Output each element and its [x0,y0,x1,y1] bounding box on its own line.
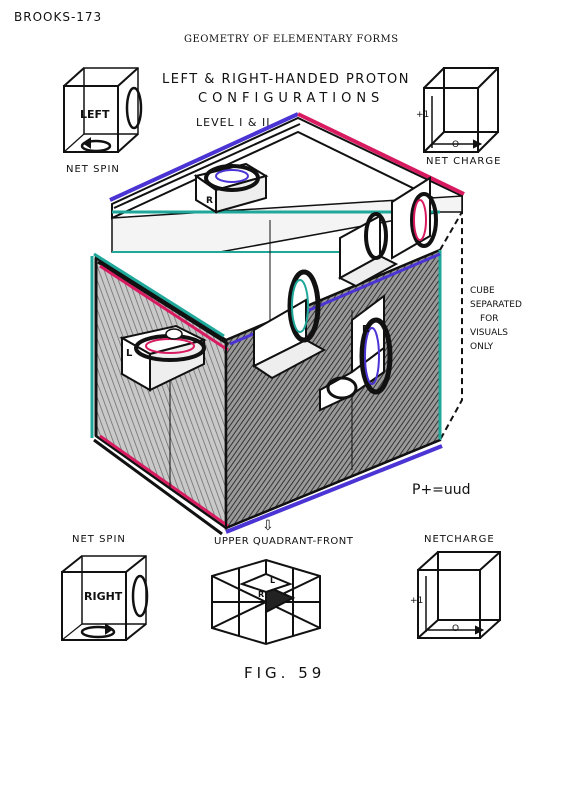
upper-quadrant-hexagon [211,558,321,646]
book-title: GEOMETRY OF ELEMENTARY FORMS [184,34,399,45]
top-left-caption: NET SPIN [66,164,120,175]
bottom-left-caption: NET SPIN [72,534,126,545]
bottom-right-zero-label: O [452,624,460,634]
top-right-zero-label: O [452,140,460,150]
down-arrow: ⇩ [262,518,274,534]
quark-block-left [119,324,207,392]
quark-block-lower-right [319,294,393,412]
quark-label-l: L [126,348,133,359]
bottom-right-axis-label: +1 [410,596,424,606]
page-reference: BROOKS-173 [14,10,103,24]
title-line-2: CONFIGURATIONS [198,91,385,106]
title-line-3: LEVEL I & II [196,116,271,129]
bottom-left-face-label: RIGHT [84,590,123,603]
side-note-line-1: CUBE [470,286,495,296]
bottom-center-caption: UPPER QUADRANT-FRONT [214,536,354,547]
figure-label: FIG. 59 [244,664,326,682]
quark-block-center [252,269,327,380]
side-note-line-5: ONLY [470,342,494,352]
side-note-line-3: FOR [480,314,499,324]
title-line-1: LEFT & RIGHT-HANDED PROTON [162,72,410,87]
top-right-axis-label: +1 [416,110,430,120]
top-left-spin-cube [63,67,143,153]
quark-label-r: R [362,324,370,335]
side-note-line-2: SEPARATED [470,300,522,310]
bottom-left-spin-cube [61,555,149,641]
top-left-face-label: LEFT [80,108,110,121]
side-note: CUBE SEPARATED FOR VISUALS ONLY [470,284,522,354]
quark-block-upper-right [337,176,438,288]
quark-label-top-r: R [206,196,213,206]
top-right-charge-cube [423,67,499,153]
top-right-caption: NET CHARGE [426,156,502,167]
quark-block-top [193,162,269,214]
side-note-line-4: VISUALS [470,328,508,338]
proton-formula: P+=uud [412,482,471,498]
hexagon-mark-l: L [270,576,276,585]
bottom-right-caption: NETCHARGE [424,534,495,545]
bottom-right-charge-cube [417,551,501,639]
hexagon-mark-r: R [258,590,265,599]
